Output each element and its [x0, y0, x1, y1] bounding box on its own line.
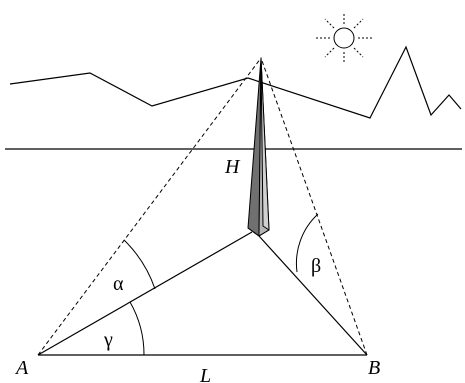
angle-alpha-label: α	[113, 273, 124, 295]
angle-gamma-arc	[129, 301, 145, 356]
angle-gamma-label: γ	[103, 329, 113, 351]
point-a-label: A	[14, 357, 29, 379]
angle-beta-label: β	[311, 255, 321, 277]
angle-beta-arc	[295, 213, 319, 273]
mountain-skyline	[9, 45, 462, 119]
angle-alpha-arc	[123, 239, 156, 290]
sight-line-from-a	[37, 57, 262, 356]
sight-line-from-b	[260, 57, 368, 356]
line-b-to-base	[258, 235, 368, 356]
sun-icon	[316, 12, 372, 64]
line-a-to-base	[37, 231, 253, 356]
point-b-label: B	[368, 357, 380, 379]
obelisk-tower	[247, 57, 270, 237]
baseline-label: L	[199, 365, 211, 383]
height-label: H	[224, 156, 241, 178]
